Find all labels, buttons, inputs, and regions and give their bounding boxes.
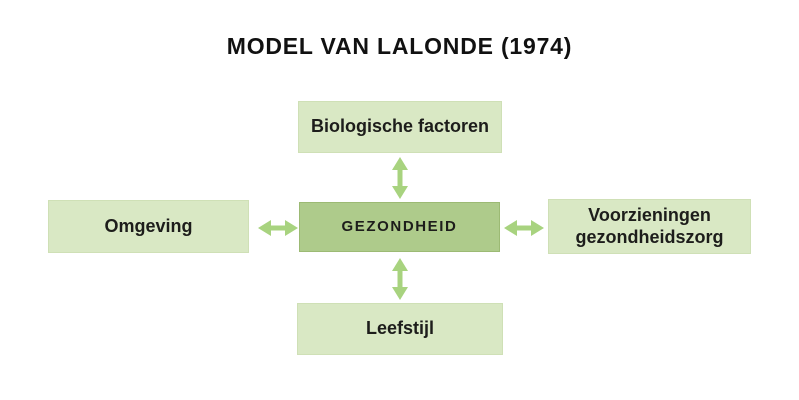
double-arrow-vertical-top-icon (388, 157, 412, 199)
double-arrow-horizontal-right-icon (504, 216, 544, 240)
diagram-title: MODEL VAN LALONDE (1974) (226, 33, 573, 59)
box-health-label: GEZONDHEID (341, 218, 458, 235)
box-health-care-services-label: Voorzieningen gezondheidszorg (575, 204, 724, 247)
box-health-center: GEZONDHEID (299, 202, 500, 252)
box-environment-label: Omgeving (104, 215, 193, 236)
double-arrow-horizontal-left-icon (258, 216, 298, 240)
double-arrow-vertical-bottom-icon (388, 258, 412, 300)
box-biological-factors: Biologische factoren (298, 101, 502, 153)
box-lifestyle-label: Leefstijl (365, 318, 435, 339)
box-environment: Omgeving (48, 200, 249, 253)
box-biological-factors-label: Biologische factoren (310, 116, 490, 137)
box-lifestyle: Leefstijl (297, 303, 503, 355)
box-health-care-services: Voorzieningen gezondheidszorg (548, 199, 751, 254)
